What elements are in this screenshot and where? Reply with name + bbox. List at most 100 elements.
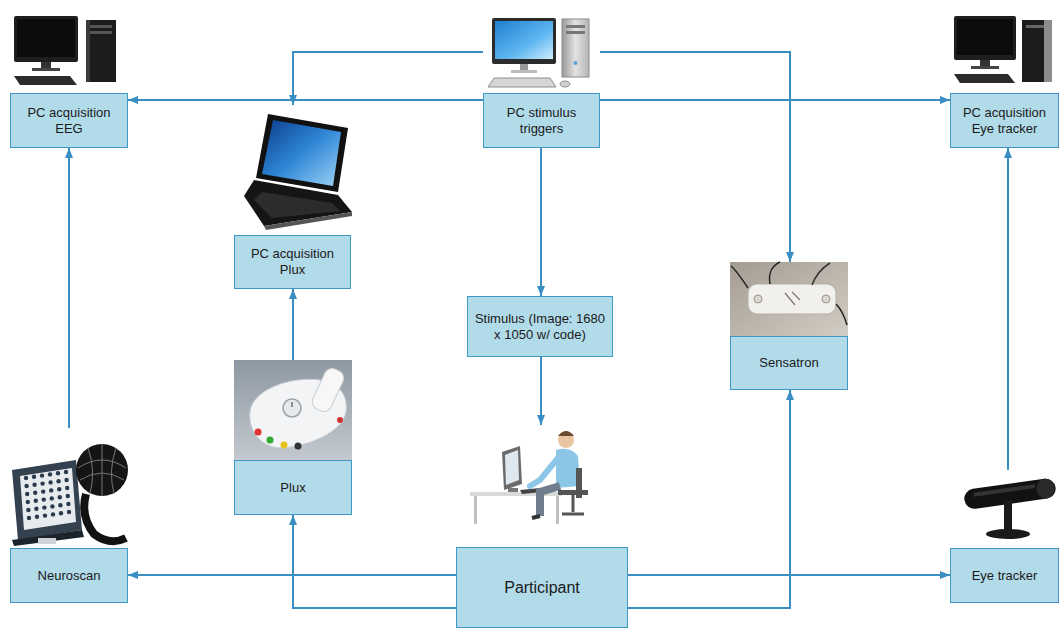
neuroscan-device [12, 444, 128, 546]
neuroscan-device [12, 460, 82, 540]
amplifier-socket [33, 491, 37, 495]
neuroscan-device [24, 470, 71, 520]
sensatron-photo [836, 304, 847, 325]
box-face: Plux [234, 460, 352, 515]
amplifier-socket [48, 480, 52, 484]
desktop-pc-icon [90, 25, 112, 28]
process-box: Neuroscan [10, 428, 128, 603]
plux-photo [255, 429, 262, 436]
desktop-pc-icon [574, 61, 578, 65]
amplifier-socket [40, 481, 44, 485]
desktop-pc-icon [954, 16, 1016, 60]
desktop-pc-icon [954, 16, 1052, 83]
process-box: Sensatron [730, 262, 848, 390]
desktop-pc-icon [1044, 20, 1052, 82]
illustration-room [234, 360, 352, 460]
participant-illustration [532, 516, 540, 518]
amplifier-socket [58, 495, 62, 499]
box-face: PC stimulus triggers [483, 93, 600, 148]
amplifier-socket [58, 503, 62, 507]
amplifier-socket [51, 512, 55, 516]
neuroscan-device [38, 538, 56, 544]
desktop-pc-icon [488, 18, 589, 87]
eye-tracker-device [973, 484, 1035, 497]
box-label: PC acquisition Eye tracker [956, 105, 1053, 136]
plux-photo [283, 399, 301, 417]
participant-illustration [556, 496, 559, 524]
participant-illustration [502, 446, 522, 490]
process-box: Stimulus (Image: 1680 x 1050 w/ code) [467, 296, 613, 357]
illustration-room [730, 262, 848, 336]
neuroscan-device [84, 494, 126, 541]
illustration-room [483, 18, 600, 93]
participant-illustration [558, 431, 574, 436]
plux-photo [281, 442, 288, 449]
desktop-pc-icon [32, 68, 60, 71]
desktop-pc-icon [14, 16, 78, 62]
participant-illustration [470, 431, 588, 524]
box-label: Plux [280, 480, 305, 496]
neuroscan-device [76, 444, 128, 496]
amplifier-socket [27, 516, 31, 520]
amplifier-socket [26, 508, 30, 512]
amplifier-socket [67, 510, 71, 514]
desktop-pc-icon [1022, 20, 1052, 82]
participant-illustration [562, 495, 584, 514]
amplifier-socket [59, 511, 63, 515]
plux-photo [234, 360, 352, 460]
illustration-room [234, 105, 351, 235]
arrow-connector [293, 52, 483, 105]
amplifier-socket [32, 475, 36, 479]
amplifier-socket [43, 513, 47, 517]
eye-tracker-device [1035, 478, 1056, 500]
amplifier-socket [66, 502, 70, 506]
sensatron-photo [731, 266, 748, 288]
amplifier-socket [56, 479, 60, 483]
box-label: PC acquisition EEG [16, 105, 122, 136]
arrow-connector [128, 99, 483, 101]
box-face: PC acquisition Eye tracker [950, 93, 1059, 148]
sensatron-photo [785, 292, 800, 305]
illustration-room [456, 425, 628, 547]
process-box: Plux [234, 360, 352, 515]
desktop-pc-icon [957, 19, 1013, 55]
amplifier-socket [56, 471, 60, 475]
desktop-pc-icon [14, 76, 77, 85]
box-label: Sensatron [759, 355, 818, 371]
desktop-pc-icon [492, 18, 556, 64]
desktop-pc-icon [14, 16, 116, 85]
amplifier-socket [48, 472, 52, 476]
illustration-room [950, 470, 1059, 548]
desktop-pc-icon [41, 62, 51, 68]
laptop-icon [256, 114, 348, 192]
amplifier-socket [50, 496, 54, 500]
sensatron-photo [730, 262, 848, 336]
arrow-connector [293, 515, 456, 608]
box-label: PC stimulus triggers [489, 105, 594, 136]
box-label: Eye tracker [972, 568, 1038, 584]
laptop-icon [262, 120, 341, 186]
desktop-pc-icon [562, 19, 589, 77]
desktop-pc-icon [566, 25, 585, 28]
plux-photo [267, 437, 274, 444]
box-label: Stimulus (Image: 1680 x 1050 w/ code) [473, 311, 607, 342]
process-box: Eye tracker [950, 470, 1059, 603]
amplifier-socket [64, 470, 68, 474]
amplifier-socket [34, 499, 38, 503]
box-face: Sensatron [730, 336, 848, 390]
amplifier-socket [24, 484, 28, 488]
eye-tracker-device [986, 529, 1030, 539]
desktop-pc-icon [511, 70, 537, 73]
amplifier-socket [42, 497, 46, 501]
box-face: Eye tracker [950, 548, 1059, 603]
amplifier-socket [49, 488, 53, 492]
desktop-pc-icon [86, 20, 90, 82]
amplifier-socket [65, 486, 69, 490]
desktop-pc-icon [980, 60, 990, 66]
amplifier-socket [32, 483, 36, 487]
box-label: Participant [504, 578, 580, 597]
arrow-connector [600, 52, 790, 262]
amplifier-socket [26, 500, 30, 504]
sensatron-photo [730, 262, 848, 336]
